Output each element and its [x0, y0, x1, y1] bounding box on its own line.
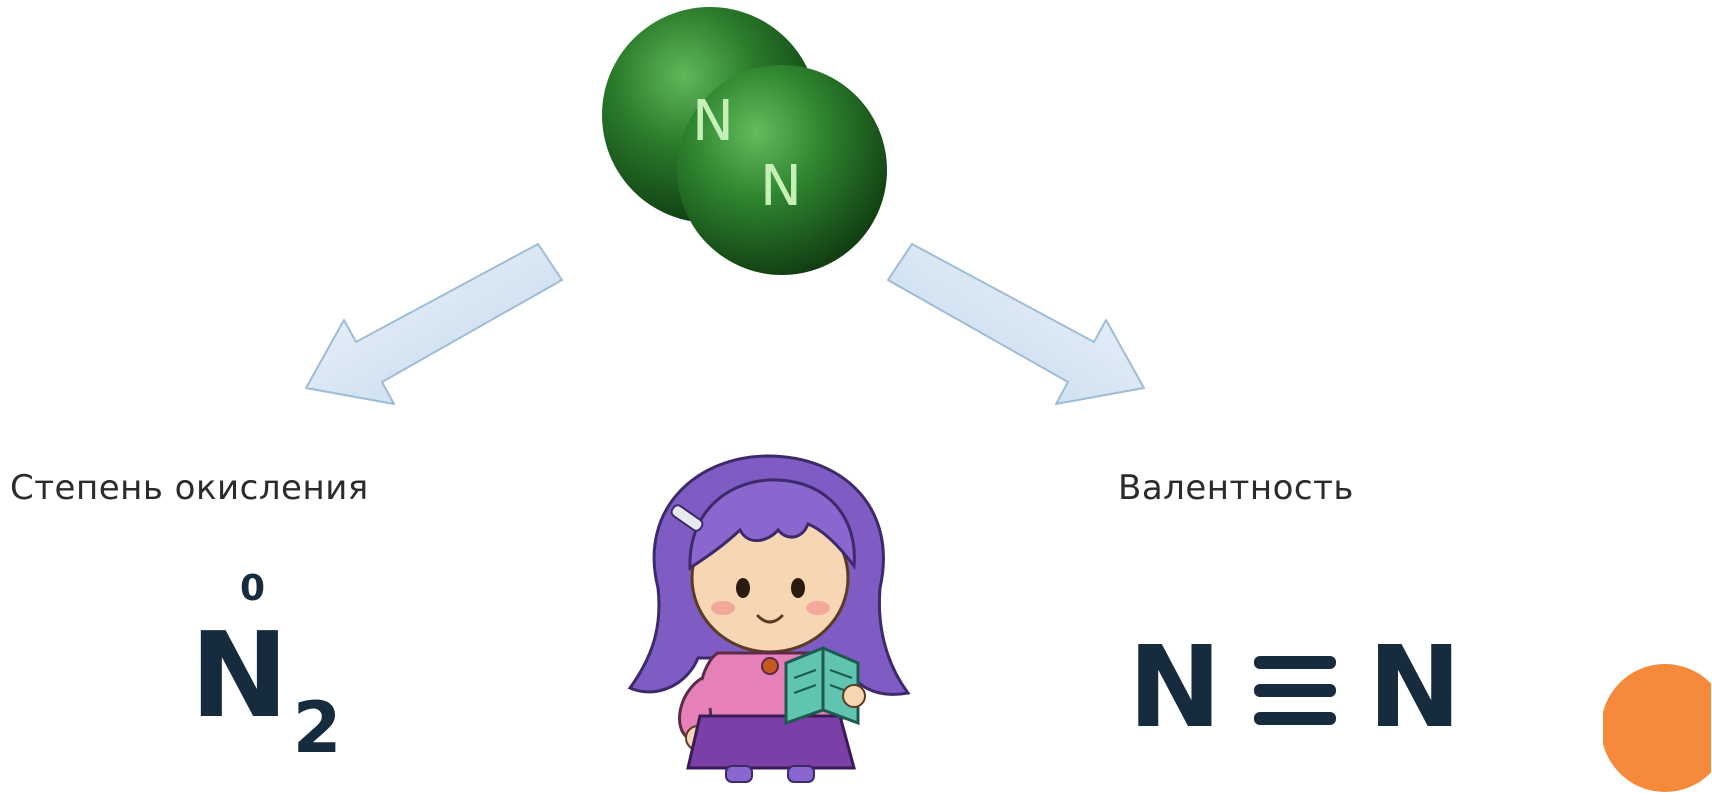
arrow-down-right-icon [887, 243, 1145, 405]
girl-reading-illustration [627, 454, 911, 783]
atom-label-2: N [760, 154, 802, 219]
structure-atom-left: N [1128, 623, 1222, 753]
n2-formula-with-oxidation-state: 0 N2 [190, 568, 410, 793]
formula-element: N [190, 606, 289, 744]
oxidation-state-caption: Степень окисления [10, 468, 369, 508]
formula-subscript: 2 [292, 687, 342, 769]
orange-dot-decoration [1603, 664, 1711, 792]
arrow-down-left-icon [305, 243, 563, 405]
structure-atom-right: N [1367, 623, 1462, 753]
atom-label-1: N [692, 89, 734, 154]
oxidation-state-value: 0 [240, 568, 266, 609]
valence-caption: Валентность [1118, 468, 1354, 508]
n2-formula: N2 [190, 616, 341, 763]
triple-bond-icon [1253, 656, 1336, 726]
nitrogen-atom-front [677, 65, 887, 275]
n2-molecule-model: N N [602, 7, 887, 275]
